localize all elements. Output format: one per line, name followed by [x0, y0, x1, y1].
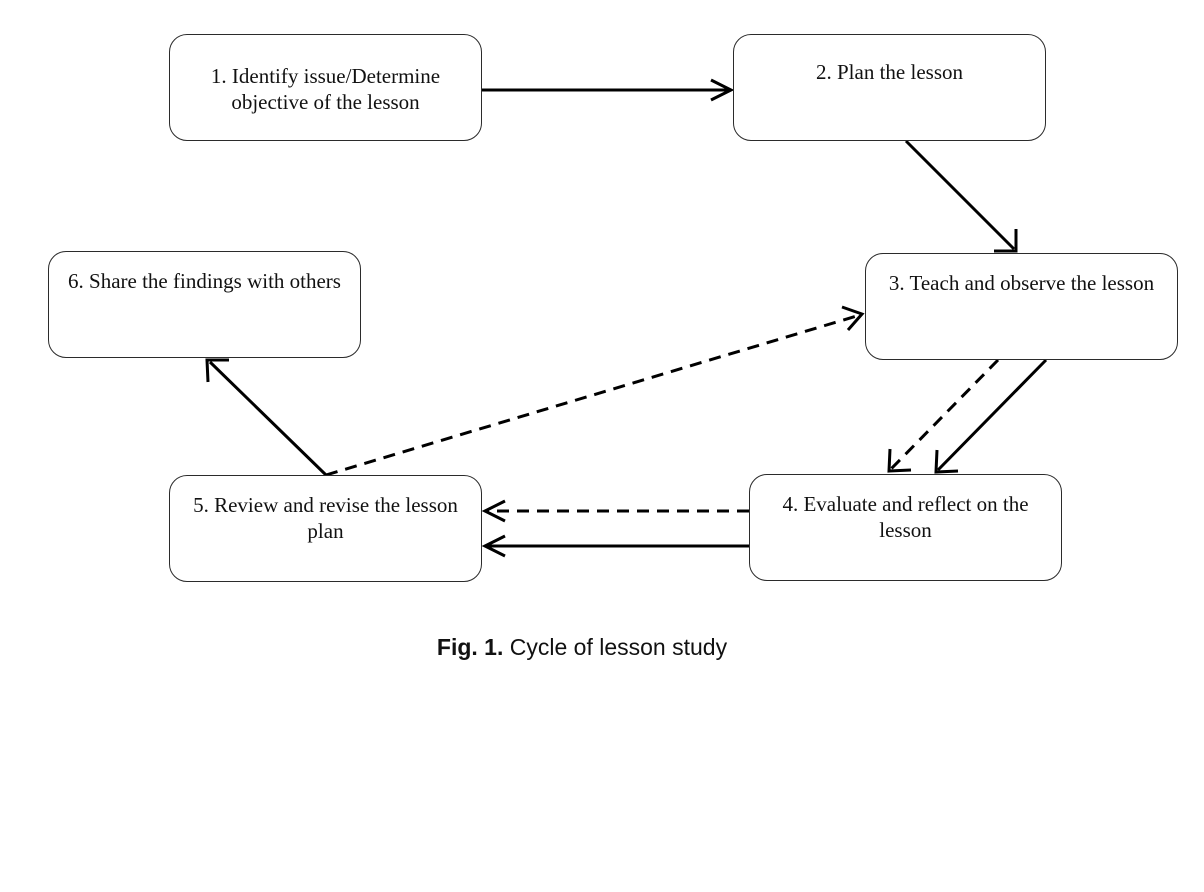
edge-3-to-4-solid: [936, 358, 1048, 472]
step-5-node: 5. Review and revise the lesson plan: [169, 475, 482, 582]
step-5-label: 5. Review and revise the lesson plan: [193, 493, 458, 543]
arrowhead-5-to-6: [205, 358, 229, 383]
arrowhead-3-to-4-solid: [934, 449, 959, 474]
arrowhead-5-to-3-dashed: [841, 305, 865, 331]
step-4-node: 4. Evaluate and reflect on the lesson: [749, 474, 1062, 581]
step-3-node: 3. Teach and observe the lesson: [865, 253, 1178, 360]
figure-caption: Fig. 1. Cycle of lesson study: [0, 634, 1164, 661]
edge-3-to-4-dashed: [889, 358, 1000, 471]
arrowhead-1-to-2: [710, 78, 735, 102]
edge-2-to-3: [904, 139, 1016, 251]
arrowhead-3-to-4-dashed: [887, 448, 912, 473]
step-4-label: 4. Evaluate and reflect on the lesson: [782, 492, 1029, 542]
figure-caption-text: Cycle of lesson study: [509, 634, 728, 660]
edge-5-to-6: [208, 360, 328, 477]
step-6-label: 6. Share the findings with others: [68, 269, 341, 293]
figure-caption-prefix: Fig. 1.: [436, 634, 504, 660]
step-2-label: 2. Plan the lesson: [816, 60, 963, 84]
edge-5-to-3-dashed: [325, 313, 861, 477]
step-1-node: 1. Identify issue/Determine objective of…: [169, 34, 482, 141]
arrowhead-4-to-5-dashed: [481, 499, 506, 523]
arrowhead-2-to-3: [994, 229, 1018, 253]
arrowhead-4-to-5-solid: [481, 534, 506, 558]
step-2-node: 2. Plan the lesson: [733, 34, 1046, 141]
step-3-label: 3. Teach and observe the lesson: [888, 271, 1155, 295]
step-1-label: 1. Identify issue/Determine objective of…: [210, 64, 441, 114]
step-6-node: 6. Share the findings with others: [48, 251, 361, 358]
